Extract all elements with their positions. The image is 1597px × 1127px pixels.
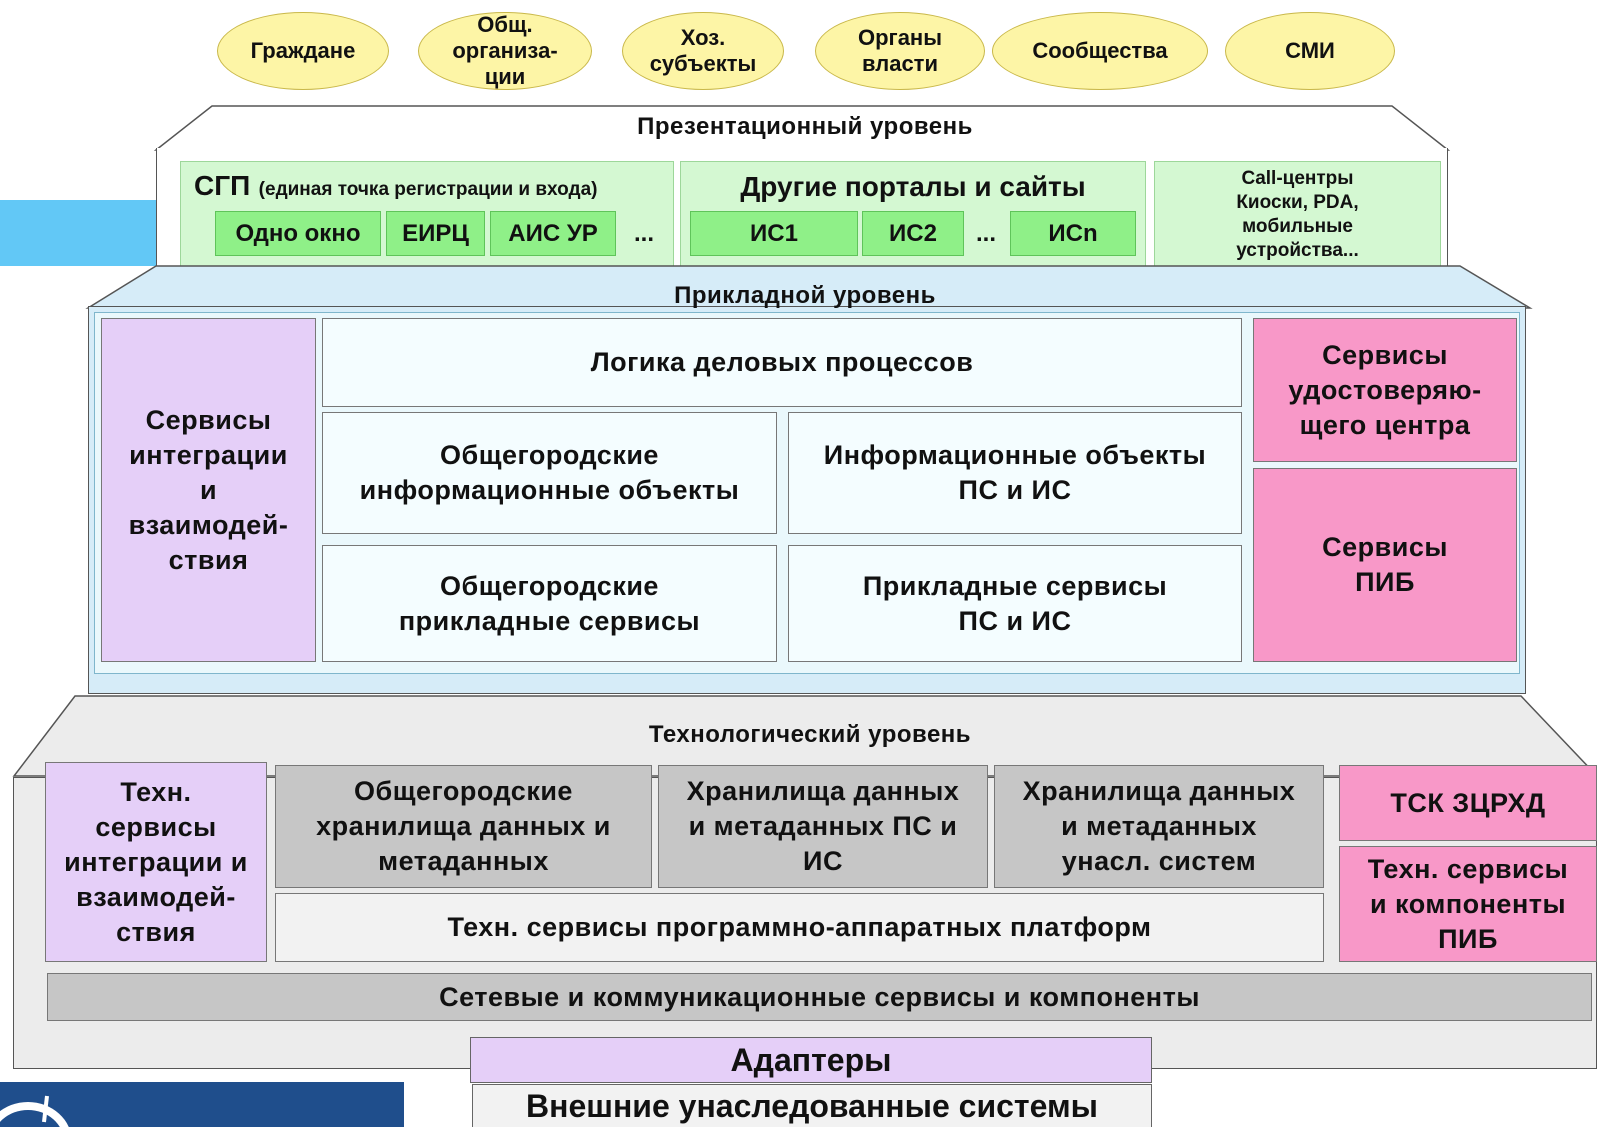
sgp-title: СГП	[194, 170, 251, 201]
accent-bar	[0, 200, 160, 266]
tech-integration-services: Техн. сервисы интеграции и взаимодей- ст…	[45, 762, 267, 962]
tsk-zcrhd: ТСК ЗЦРХД	[1339, 765, 1597, 841]
stakeholder-citizens: Граждане	[217, 12, 389, 90]
callcenters-group: Call-центры Киоски, PDA, мобильные устро…	[1154, 161, 1441, 268]
network-services: Сетевые и коммуникационные сервисы и ком…	[47, 973, 1592, 1021]
isn-button[interactable]: ИСn	[1010, 211, 1136, 256]
one-window-button[interactable]: Одно окно	[215, 211, 381, 256]
ps-app-services: Прикладные сервисы ПС и ИС	[788, 545, 1242, 662]
is1-button[interactable]: ИС1	[690, 211, 858, 256]
stakeholder-public-orgs: Общ. организа- ции	[418, 12, 592, 90]
stakeholder-communities: Сообщества	[992, 12, 1208, 90]
ps-info-objects: Информационные объекты ПС и ИС	[788, 412, 1242, 534]
presentation-level-roof	[153, 105, 1451, 151]
eirc-button[interactable]: ЕИРЦ	[386, 211, 485, 256]
external-legacy-systems: Внешние унаследованные системы	[472, 1084, 1152, 1127]
city-data-storage: Общегородские хранилища данных и метадан…	[275, 765, 652, 888]
sgp-title-row: СГП (единая точка регистрации и входа)	[194, 170, 664, 204]
city-info-objects: Общегородские информационные объекты	[322, 412, 777, 534]
sgp-subtitle: (единая точка регистрации и входа)	[258, 179, 598, 200]
cert-center-services: Сервисы удостоверяю- щего центра	[1253, 318, 1517, 462]
stakeholder-businesses: Хоз. субъекты	[622, 12, 784, 90]
stakeholder-media: СМИ	[1225, 12, 1395, 90]
logo-clock-icon	[0, 1095, 69, 1127]
integration-services: Сервисы интеграции и взаимодей- ствия	[101, 318, 316, 662]
portals-title: Другие порталы и сайты	[740, 171, 1086, 202]
tech-level-title: Технологический уровень	[648, 721, 972, 748]
stakeholder-authorities: Органы власти	[815, 12, 985, 90]
city-app-services: Общегородские прикладные сервисы	[322, 545, 777, 662]
sgp-more-ellipsis: ...	[633, 219, 654, 247]
ps-data-storage: Хранилища данных и метаданных ПС и ИС	[658, 765, 988, 888]
application-level-roof	[85, 265, 1533, 309]
portals-more-ellipsis: ...	[975, 219, 996, 247]
pib-services: Сервисы ПИБ	[1253, 468, 1517, 662]
business-logic: Логика деловых процессов	[322, 318, 1242, 407]
ais-ur-button[interactable]: АИС УР	[490, 211, 616, 256]
legacy-data-storage: Хранилища данных и метаданных унасл. сис…	[994, 765, 1324, 888]
logo	[0, 1082, 404, 1127]
pib-tech-components: Техн. сервисы и компоненты ПИБ	[1339, 846, 1597, 962]
application-level-title: Прикладной уровень	[674, 282, 936, 309]
tech-level-roof	[12, 695, 1597, 777]
is2-button[interactable]: ИС2	[862, 211, 964, 256]
adapters: Адаптеры	[470, 1037, 1152, 1083]
platform-tech-services: Техн. сервисы программно-аппаратных плат…	[275, 893, 1324, 962]
presentation-level-title: Презентационный уровень	[637, 113, 973, 140]
